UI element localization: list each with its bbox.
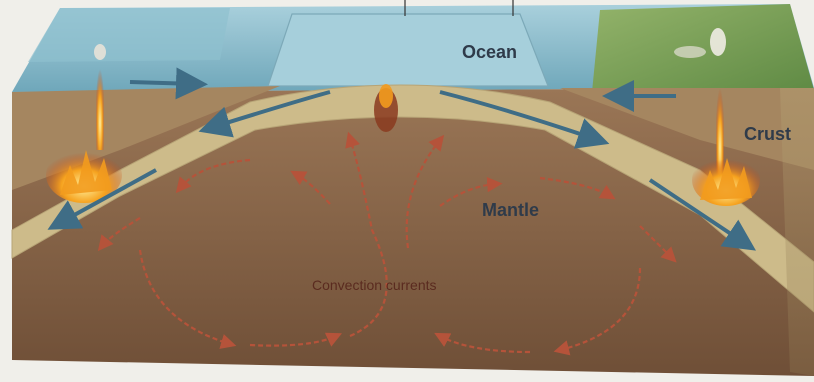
crust-label: Crust xyxy=(744,124,791,144)
ocean-surface-left xyxy=(28,8,230,62)
ocean-label: Ocean xyxy=(462,42,517,62)
land-surface-right xyxy=(592,4,814,92)
plate-motion-arrow xyxy=(130,82,196,84)
mantle-label: Mantle xyxy=(482,200,539,220)
convection-currents-label: Convection currents xyxy=(312,277,437,293)
volcano-icon xyxy=(94,44,106,60)
